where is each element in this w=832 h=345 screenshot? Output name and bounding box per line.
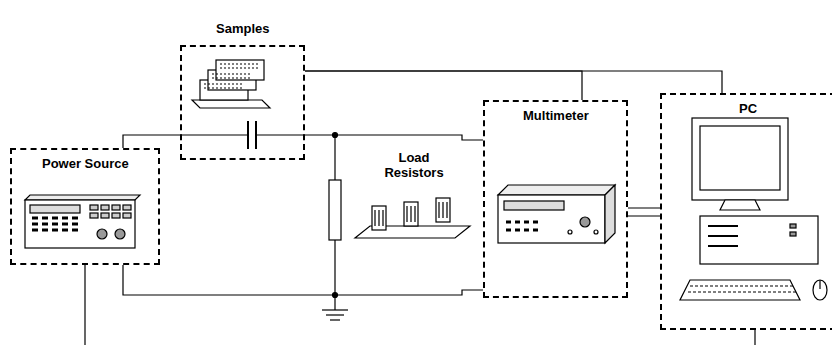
power-source-device xyxy=(25,195,140,248)
ground-symbol xyxy=(322,310,348,320)
multimeter-box: Multimeter xyxy=(483,100,628,298)
wire-connector xyxy=(628,208,660,216)
lead-wire xyxy=(84,265,85,345)
lead-wire xyxy=(754,330,755,345)
box-heading: PC xyxy=(739,101,757,116)
wire-connector xyxy=(123,135,180,148)
pc-computer xyxy=(680,118,827,300)
wire-connector xyxy=(123,265,483,295)
wire-connector xyxy=(305,71,722,93)
component-label: Load Resistors xyxy=(376,150,452,180)
pc-box: PC xyxy=(660,93,832,330)
wire-connector xyxy=(305,135,483,140)
capacitor-symbol xyxy=(180,121,305,149)
box-heading: Samples xyxy=(216,21,269,36)
box-heading: Power Source xyxy=(42,156,129,171)
load-resistor-boards xyxy=(355,198,470,238)
power-source-box: Power Source xyxy=(10,148,160,265)
sample-boards xyxy=(192,60,270,108)
wire-connector xyxy=(305,71,582,100)
box-heading: Multimeter xyxy=(523,108,589,123)
multimeter-device xyxy=(498,185,615,243)
samples-box: Samples xyxy=(180,45,305,160)
resistor-symbol xyxy=(329,135,341,310)
